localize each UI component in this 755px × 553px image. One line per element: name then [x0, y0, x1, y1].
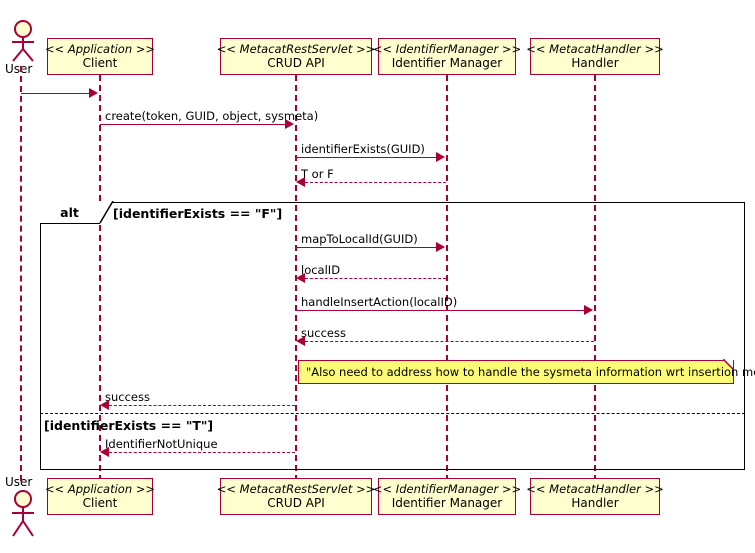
participant-box-client-top[interactable]: << Application >> Client: [44, 38, 156, 75]
participant-crud-stereotype-bottom: << MetacatRestServlet >>: [216, 482, 376, 496]
participant-crud-name: CRUD API: [267, 56, 325, 70]
message-arrowhead-m5: [296, 273, 305, 283]
message-line-m1: [100, 124, 287, 125]
participant-crud-stereotype: << MetacatRestServlet >>: [216, 42, 376, 56]
lifeline-client: [99, 75, 101, 481]
message-line-m7: [305, 341, 594, 342]
participant-client-stereotype: << Application >>: [44, 42, 156, 56]
participant-client-name-bottom: Client: [82, 496, 118, 510]
message-line-m0: [21, 93, 91, 94]
participant-idmgr-stereotype: << IdentifierManager >>: [372, 42, 522, 56]
participant-idmgr-stereotype-bottom: << IdentifierManager >>: [372, 482, 522, 496]
note-sysmeta: "Also need to address how to handle the …: [298, 360, 755, 384]
message-arrowhead-m0: [89, 88, 98, 98]
alt-operator-fold-icon: [99, 201, 114, 224]
message-label-m1: create(token, GUID, object, sysmeta): [105, 109, 319, 123]
participant-idmgr-name-bottom: Identifier Manager: [391, 496, 503, 510]
message-arrowhead-m3: [296, 177, 305, 187]
participant-box-idmgr-bottom[interactable]: << IdentifierManager >> Identifier Manag…: [373, 478, 521, 515]
participant-idmgr-name: Identifier Manager: [391, 56, 503, 70]
message-line-m3: [305, 182, 446, 183]
actor-user-bottom-label: User: [5, 475, 33, 489]
actor-user-top: [8, 20, 38, 66]
alt-fragment-frame: [40, 202, 745, 470]
message-label-m8: success: [105, 390, 150, 404]
message-line-m4: [296, 247, 438, 248]
message-line-m5: [305, 278, 446, 279]
message-arrowhead-m1: [285, 119, 294, 129]
alt-branch-2-guard: [identifierExists == "T"]: [44, 418, 214, 433]
alt-fragment-operator-box: alt: [40, 202, 100, 224]
message-label-m4: mapToLocalId(GUID): [301, 232, 418, 246]
message-label-m3: T or F: [301, 167, 334, 181]
message-arrowhead-m8: [100, 400, 109, 410]
actor-user-bottom: [8, 490, 38, 544]
alt-branch-1-guard: [identifierExists == "F"]: [113, 206, 283, 221]
participant-handler-stereotype-bottom: << MetacatHandler >>: [526, 482, 664, 496]
message-label-m7: success: [301, 326, 346, 340]
note-fold-icon: [723, 359, 734, 370]
lifeline-user: [20, 66, 22, 481]
message-label-m2: identifierExists(GUID): [301, 142, 425, 156]
participant-box-crud-bottom[interactable]: << MetacatRestServlet >> CRUD API: [217, 478, 375, 515]
actor-stick-figure-icon: [12, 20, 34, 62]
participant-box-client-bottom[interactable]: << Application >> Client: [44, 478, 156, 515]
participant-client-stereotype-bottom: << Application >>: [44, 482, 156, 496]
participant-box-crud-top[interactable]: << MetacatRestServlet >> CRUD API: [217, 38, 375, 75]
participant-handler-name-bottom: Handler: [571, 496, 619, 510]
message-label-m6: handleInsertAction(localID): [301, 295, 458, 309]
note-sysmeta-text: "Also need to address how to handle the …: [306, 365, 755, 379]
alt-operator-label: alt: [60, 205, 79, 220]
message-label-m5: localID: [301, 263, 341, 277]
participant-handler-name: Handler: [571, 56, 619, 70]
participant-box-handler-bottom[interactable]: << MetacatHandler >> Handler: [526, 478, 664, 515]
message-line-m8: [109, 405, 295, 406]
participant-box-idmgr-top[interactable]: << IdentifierManager >> Identifier Manag…: [373, 38, 521, 75]
message-arrowhead-m6: [584, 305, 593, 315]
participant-box-handler-top[interactable]: << MetacatHandler >> Handler: [526, 38, 664, 75]
participant-client-name: Client: [82, 56, 118, 70]
message-arrowhead-m4: [436, 242, 445, 252]
message-line-m2: [296, 157, 438, 158]
message-arrowhead-m7: [296, 336, 305, 346]
participant-handler-stereotype: << MetacatHandler >>: [526, 42, 664, 56]
lifeline-idmgr: [446, 75, 448, 481]
message-label-m9: IdentifierNotUnique: [105, 437, 218, 451]
actor-stick-figure-bottom-icon: [12, 490, 34, 537]
participant-crud-name-bottom: CRUD API: [267, 496, 325, 510]
message-arrowhead-m2: [436, 152, 445, 162]
alt-branch-divider: [40, 413, 745, 414]
message-line-m6: [296, 310, 586, 311]
actor-user-top-label: User: [5, 62, 33, 76]
message-arrowhead-m9: [100, 447, 109, 457]
lifeline-handler: [594, 75, 596, 481]
message-line-m9: [109, 452, 295, 453]
